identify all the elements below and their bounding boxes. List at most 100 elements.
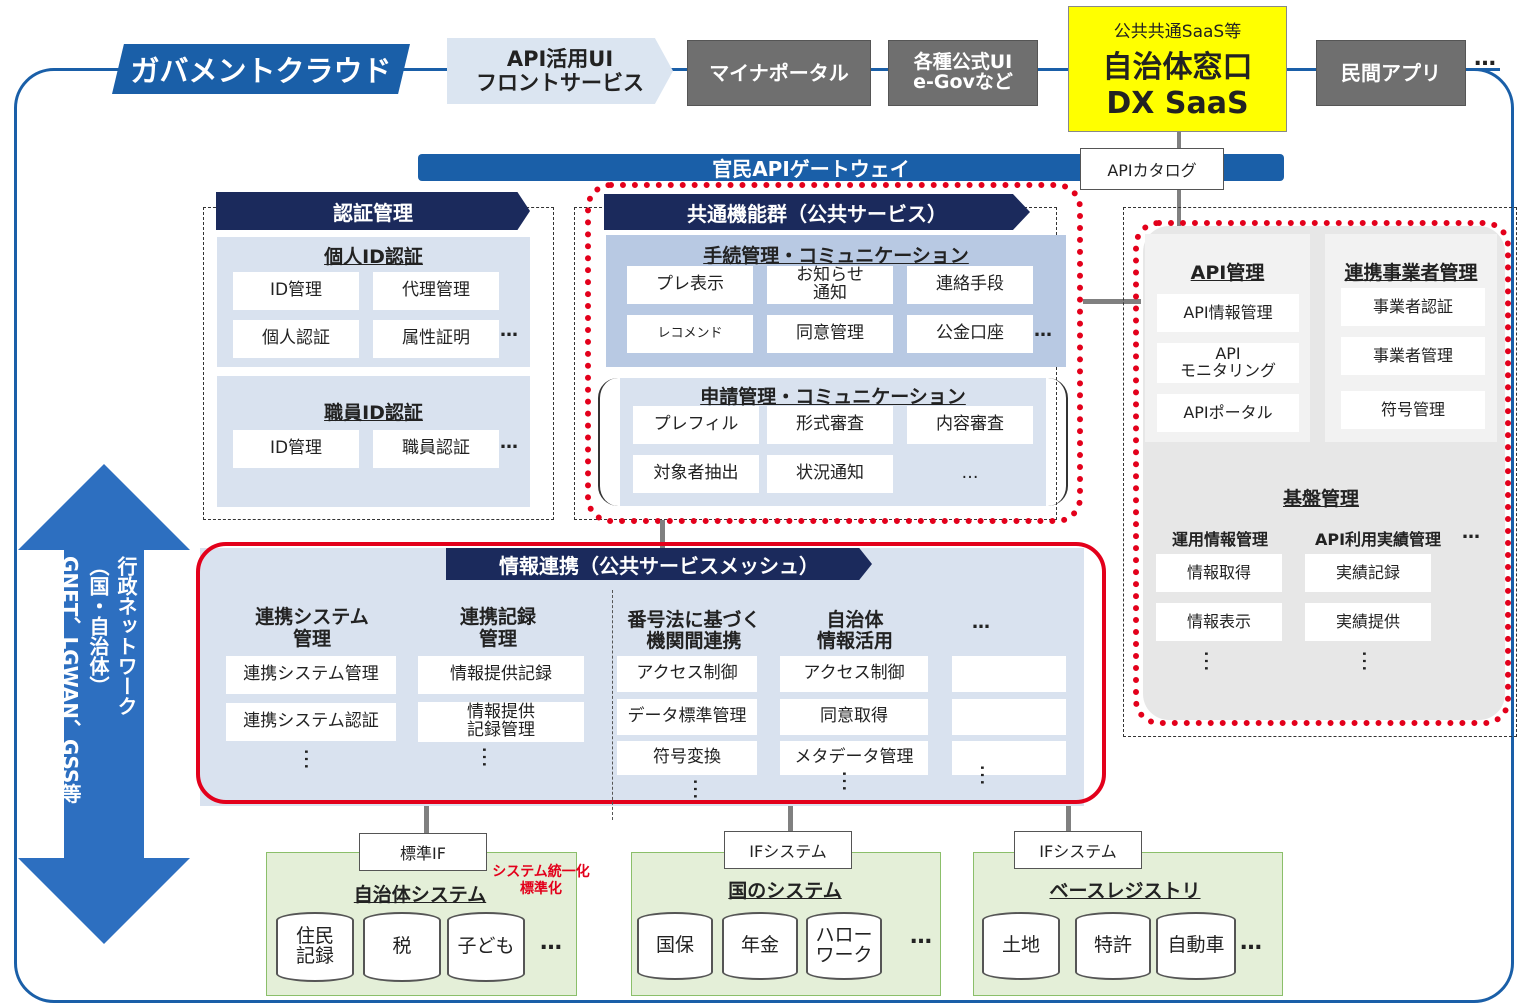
local-if-label: 標準IF <box>359 833 487 871</box>
egov-line2: e-Govなど <box>913 71 1013 93</box>
common-to-mesh-line <box>660 520 665 550</box>
national-db-cylinder: ハローワーク <box>806 912 882 980</box>
network-line1: 行政ネットワーク <box>114 556 138 716</box>
api-mgmt-cell: APIポータル <box>1157 394 1299 432</box>
national-db-ellipsis: … <box>910 924 934 949</box>
procedure-cell: お知らせ通知 <box>767 266 893 304</box>
auth-header: 認証管理 <box>216 192 530 230</box>
catalog-to-api-line <box>1177 190 1181 234</box>
personal-id-cell: 属性証明 <box>373 320 499 358</box>
mesh-highlight <box>196 542 1106 804</box>
national-db-cylinder: 年金 <box>722 912 798 980</box>
api-mgmt-title: API管理 <box>1190 262 1265 284</box>
base-mgmt-vdots: … <box>1199 650 1224 669</box>
local-system-note: システム統一化標準化 <box>492 864 590 897</box>
local-db-ellipsis: … <box>540 930 564 955</box>
base-mgmt-ellipsis: … <box>1462 522 1482 543</box>
national-if-label: IFシステム <box>724 831 852 869</box>
base-mgmt-cell: 実績記録 <box>1305 554 1431 592</box>
gateway-connector <box>1177 132 1181 154</box>
application-cell: 対象者抽出 <box>633 455 759 493</box>
application-title: 申請管理・コミュニケーション <box>700 386 966 408</box>
mesh-header: 情報連携（公共サービスメッシュ） <box>446 548 872 580</box>
base-mgmt-vdots: … <box>1357 650 1382 669</box>
procedure-cell: 公金口座 <box>907 315 1033 353</box>
mesh-col4-cell: アクセス制御 <box>780 656 928 692</box>
registry-db-cylinder: 自動車 <box>1156 912 1236 980</box>
egov-line1: 各種公式UI <box>913 51 1013 74</box>
personal-id-cell: 個人認証 <box>233 320 359 358</box>
mesh-col3-cell: アクセス制御 <box>617 656 757 692</box>
local-db-cylinder: 税 <box>363 912 441 982</box>
personal-id-cell: 代理管理 <box>373 272 499 310</box>
mesh-col3-cell: 符号変換 <box>617 741 757 775</box>
mesh-col4-vdots: … <box>837 770 862 789</box>
procedure-title: 手続管理・コミュニケーション <box>703 245 969 267</box>
mesh-col2-title: 連携記録管理 <box>459 606 536 650</box>
top-ellipsis: … <box>1474 46 1498 71</box>
auth-title: 認証管理 <box>333 200 413 225</box>
api-front-service: API活用UI フロントサービス <box>447 38 673 104</box>
government-cloud-label: ガバメントクラウド <box>112 44 410 94</box>
personal-id-title: 個人ID認証 <box>324 246 423 268</box>
myna-portal-box: マイナポータル <box>687 40 871 106</box>
application-cell: 内容審査 <box>907 406 1033 444</box>
registry-db-cylinder: 土地 <box>982 912 1060 980</box>
network-line3: GNET、LGWAN、GSS等 <box>58 556 82 804</box>
base-mgmt-col2-title: API利用実績管理 <box>1314 530 1442 549</box>
mesh-title: 情報連携（公共サービスメッシュ） <box>499 553 819 578</box>
application-cell: 形式審査 <box>767 406 893 444</box>
staff-id-ellipsis: … <box>500 432 520 453</box>
dx-saas-box: 公共共通SaaS等 自治体窓口 DX SaaS <box>1068 6 1287 132</box>
mesh-to-local-line <box>424 806 429 834</box>
procedure-ellipsis: … <box>1034 320 1054 341</box>
api-catalog-box: APIカタログ <box>1080 148 1224 190</box>
api-side-highlight <box>1133 220 1511 726</box>
mesh-col3-title: 番号法に基づく機関間連携 <box>627 609 761 652</box>
mesh-col5-cell <box>952 741 1066 775</box>
mesh-col2-cell: 情報提供記録管理 <box>418 702 584 742</box>
mesh-col5-vdots: … <box>975 764 1000 783</box>
mesh-col5-cell <box>952 656 1066 692</box>
base-mgmt-title: 基盤管理 <box>1282 488 1359 510</box>
local-system-title: 自治体システム <box>353 884 487 906</box>
dx-saas-small-label: 公共共通SaaS等 <box>1113 22 1242 42</box>
mesh-col1-title: 連携システム管理 <box>255 606 369 650</box>
procedure-cell: レコメンド <box>627 315 753 353</box>
registry-system-title: ベースレジストリ <box>1049 880 1201 902</box>
mesh-col2-vdots: … <box>477 746 502 765</box>
mesh-col5-title: … <box>972 612 992 633</box>
common-group-highlight <box>585 182 1083 524</box>
local-db-cylinder: 住民記録 <box>276 912 354 982</box>
base-mgmt-cell: 実績提供 <box>1305 603 1431 641</box>
mesh-col1-cell: 連携システム認証 <box>226 703 396 741</box>
network-label: 行政ネットワーク （国・自治体） GNET、LGWAN、GSS等 <box>56 556 140 856</box>
registry-if-label: IFシステム <box>1014 831 1142 869</box>
base-mgmt-cell: 情報表示 <box>1156 603 1282 641</box>
dx-saas-title: 自治体窓口 <box>1102 50 1253 85</box>
partner-mgmt-cell: 事業者管理 <box>1341 337 1485 375</box>
procedure-cell: 連絡手段 <box>907 266 1033 304</box>
dx-saas-name: DX SaaS <box>1106 86 1249 121</box>
registry-db-ellipsis: … <box>1240 930 1264 955</box>
partner-mgmt-cell: 事業者認証 <box>1341 288 1485 326</box>
mesh-col3-cell: データ標準管理 <box>617 699 757 735</box>
api-front-line1: API活用UI <box>506 46 614 71</box>
mesh-col4-cell: メタデータ管理 <box>780 741 928 775</box>
registry-db-cylinder: 特許 <box>1075 912 1151 980</box>
application-cell: 状況通知 <box>767 455 893 493</box>
national-system-title: 国のシステム <box>728 880 842 902</box>
national-db-cylinder: 国保 <box>637 912 713 980</box>
common-title: 共通機能群（公共サービス） <box>687 201 947 226</box>
mesh-to-national-line <box>788 806 793 834</box>
mesh-col1-vdots: … <box>299 748 324 767</box>
gateway-label: 官民APIゲートウェイ <box>712 157 910 181</box>
partner-mgmt-cell: 符号管理 <box>1341 391 1485 429</box>
mesh-to-registry-line <box>1066 806 1071 834</box>
private-app-box: 民間アプリ <box>1316 40 1466 106</box>
base-mgmt-cell: 情報取得 <box>1156 554 1282 592</box>
common-header: 共通機能群（公共サービス） <box>604 194 1030 230</box>
staff-id-title: 職員ID認証 <box>324 402 423 424</box>
mesh-col4-title: 自治体情報活用 <box>816 609 893 652</box>
